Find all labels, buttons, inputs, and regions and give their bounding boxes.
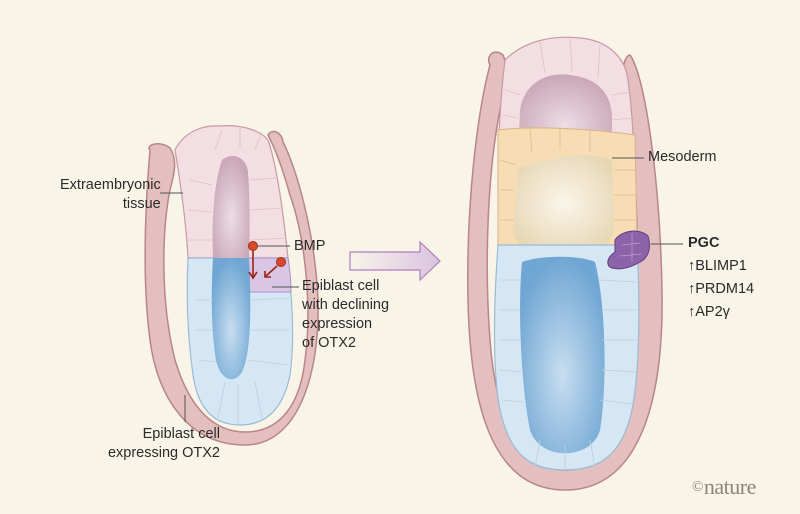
label-line: Epiblast cell xyxy=(302,278,380,294)
label-line: expressing OTX2 xyxy=(107,445,220,461)
extraembryonic-cell-lines xyxy=(187,126,287,241)
extraembryonic-cell-lines xyxy=(502,37,633,121)
label-bmp: BMP xyxy=(294,238,326,254)
label-pgc-group: PGC ↑BLIMP1 ↑PRDM14 ↑AP2γ xyxy=(688,234,754,322)
nature-credit: ©nature xyxy=(692,474,756,500)
mesoderm-cell-lines xyxy=(499,128,636,221)
label-line: Extraembryonic xyxy=(60,177,161,193)
label-epiblast-declining-otx2: Epiblast cell with declining expression … xyxy=(302,277,389,353)
label-line: expression xyxy=(302,316,373,332)
amniotic-cavity xyxy=(520,256,605,454)
label-line: tissue xyxy=(122,196,161,212)
label-pgc: PGC xyxy=(688,235,720,251)
epiblast-cell-lines xyxy=(498,279,638,470)
early-embryo xyxy=(144,125,319,446)
marker-blimp1: ↑BLIMP1 xyxy=(688,258,747,274)
label-line: Epiblast cell xyxy=(142,426,220,442)
exocoelomic-cavity xyxy=(513,155,614,250)
outer-visceral-endoderm xyxy=(144,130,319,446)
transition-arrow xyxy=(349,240,441,282)
bmp-arrow xyxy=(264,265,278,278)
bmp-molecule xyxy=(248,241,258,251)
label-mesoderm: Mesoderm xyxy=(648,149,717,165)
proamniotic-cavity-lower xyxy=(211,258,251,380)
credit-text: nature xyxy=(703,474,756,499)
bmp-arrow xyxy=(248,251,258,280)
bmp-molecule xyxy=(276,257,286,267)
primordial-germ-cells xyxy=(607,230,651,270)
proamniotic-cavity-upper xyxy=(212,156,250,258)
later-embryo xyxy=(467,36,683,491)
label-extraembryonic-tissue: Extraembryonic tissue xyxy=(60,176,161,214)
copyright-icon: © xyxy=(692,479,703,495)
marker-prdm14: ↑PRDM14 xyxy=(688,281,755,297)
label-epiblast-expressing-otx2: Epiblast cell expressing OTX2 xyxy=(100,425,220,463)
label-line: with declining xyxy=(302,297,390,313)
label-line: of OTX2 xyxy=(302,335,356,351)
marker-ap2-gamma: ↑AP2γ xyxy=(688,304,730,320)
epiblast-cell-lines xyxy=(194,297,290,423)
